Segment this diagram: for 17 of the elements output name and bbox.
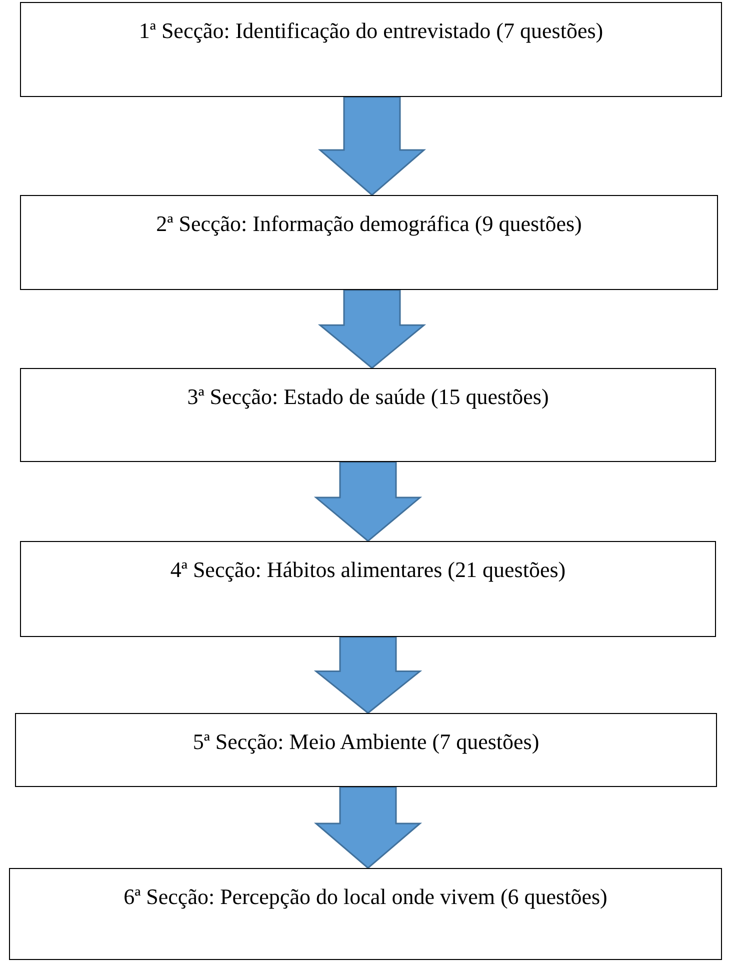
- section-box: [20, 195, 718, 290]
- block-arrow: [318, 96, 426, 196]
- section-title: 5ª Secção: Meio Ambiente (7 questões): [192, 728, 540, 756]
- section-box: [20, 2, 722, 97]
- section-box: [9, 868, 722, 960]
- section-title: 4ª Secção: Hábitos alimentares (21 questões): [170, 556, 566, 584]
- section-box: [20, 368, 716, 462]
- section-title: 3ª Secção: Estado de saúde (15 questões): [187, 383, 549, 411]
- section-title: 1ª Secção: Identificação do entrevistado (7 questões): [138, 17, 604, 45]
- block-arrow: [314, 786, 422, 869]
- section-title: 2ª Secção: Informação demográfica (9 questões): [156, 210, 582, 238]
- block-arrow: [318, 289, 426, 369]
- section-box: [20, 541, 716, 637]
- section-box: [15, 713, 717, 787]
- block-arrow: [314, 636, 422, 714]
- section-title: 6ª Secção: Percepção do local onde vivem (6 questões): [124, 883, 608, 911]
- block-arrow: [314, 461, 422, 542]
